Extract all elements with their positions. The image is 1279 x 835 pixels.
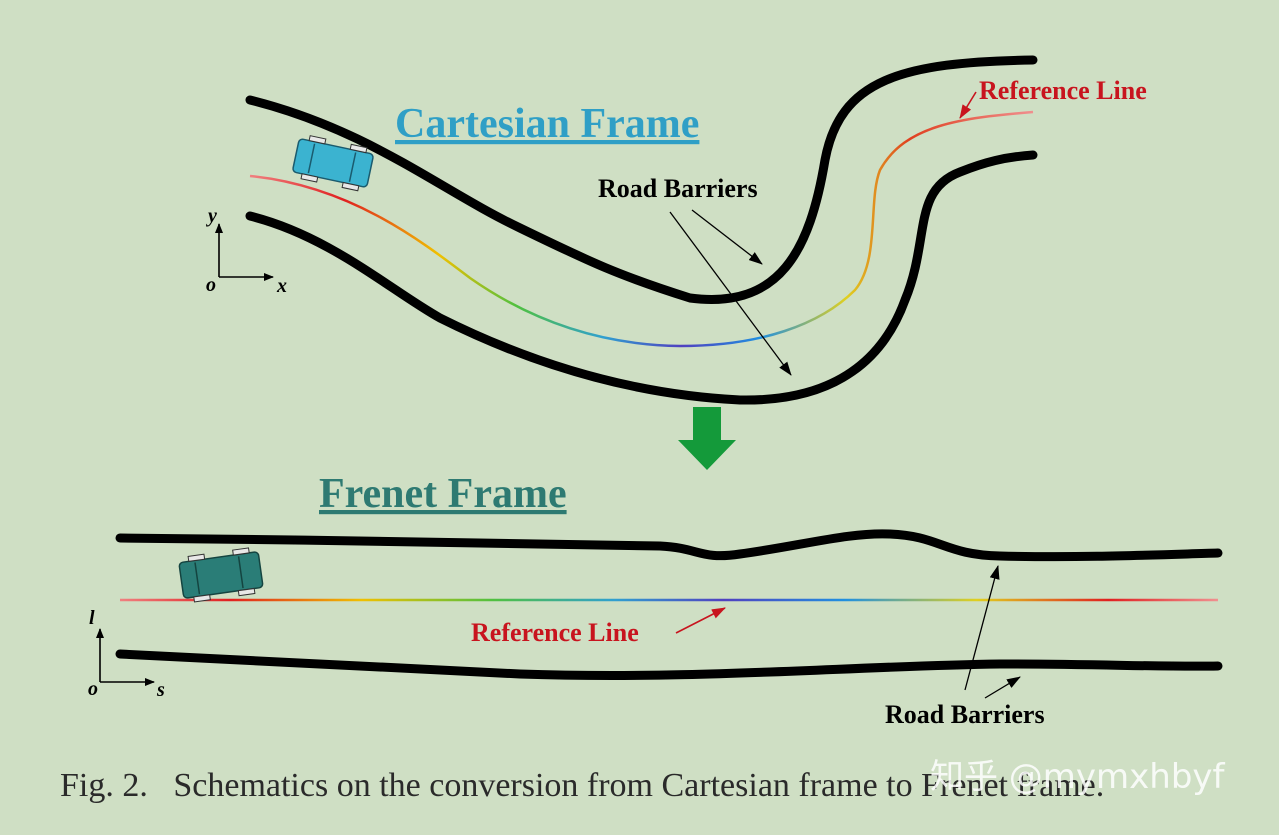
cartesian-barrier-arrow-upper bbox=[691, 209, 763, 265]
cartesian-lower-barrier bbox=[245, 150, 1038, 405]
cartesian-barrier-arrow-lower bbox=[669, 211, 792, 376]
car-wheel bbox=[187, 553, 206, 562]
frenet-barrier-label: Road Barriers bbox=[885, 700, 1045, 729]
frenet-axis-y-label: l bbox=[89, 607, 95, 629]
cartesian-frame: Cartesian Frame Reference Line Road Barr… bbox=[206, 55, 1147, 405]
car-rear-window bbox=[348, 152, 357, 182]
car-wheel bbox=[349, 143, 368, 154]
frenet-reference-arrow bbox=[675, 607, 726, 634]
cartesian-axis-x-label: x bbox=[276, 275, 287, 297]
cartesian-reference-label: Reference Line bbox=[979, 76, 1147, 105]
car-wheel bbox=[300, 173, 319, 183]
frenet-axes: l o s bbox=[88, 607, 165, 701]
car-wheel bbox=[308, 135, 327, 145]
cartesian-title: Cartesian Frame bbox=[395, 101, 699, 147]
car-body bbox=[178, 551, 264, 599]
frenet-frame: Frenet Frame Reference Line Road Barrier… bbox=[88, 471, 1223, 729]
car-wheel bbox=[193, 594, 211, 603]
frenet-reference-label: Reference Line bbox=[471, 618, 639, 647]
cartesian-upper-barrier bbox=[245, 55, 1038, 304]
frenet-barrier-arrow-lower bbox=[984, 676, 1021, 699]
cartesian-axis-origin-label: o bbox=[206, 274, 216, 296]
car-wheel bbox=[232, 547, 250, 556]
cartesian-car bbox=[292, 135, 374, 192]
frenet-barrier-arrow-upper bbox=[964, 565, 1000, 691]
car-windshield bbox=[307, 143, 316, 174]
figure-caption: Fig. 2. Schematics on the conversion fro… bbox=[60, 767, 1104, 804]
frenet-title: Frenet Frame bbox=[319, 471, 567, 517]
cartesian-reference-line bbox=[249, 110, 1034, 348]
watermark: 知乎 @mymxhbyf bbox=[930, 757, 1226, 797]
cartesian-barrier-label: Road Barriers bbox=[598, 174, 758, 203]
car-windshield bbox=[237, 556, 244, 589]
frenet-lower-barrier bbox=[115, 649, 1223, 680]
frenet-axis-origin-label: o bbox=[88, 678, 98, 700]
frenet-car bbox=[178, 547, 264, 603]
car-wheel bbox=[341, 181, 360, 192]
cartesian-axes: y o x bbox=[206, 205, 287, 297]
cartesian-reference-arrow bbox=[959, 91, 977, 119]
frenet-axis-x-label: s bbox=[156, 679, 165, 701]
frenet-upper-barrier bbox=[115, 529, 1223, 562]
car-rear-window bbox=[194, 562, 201, 595]
transition-down-arrow bbox=[678, 407, 736, 470]
cartesian-axis-y-label: y bbox=[206, 205, 217, 227]
car-wheel bbox=[237, 587, 256, 597]
